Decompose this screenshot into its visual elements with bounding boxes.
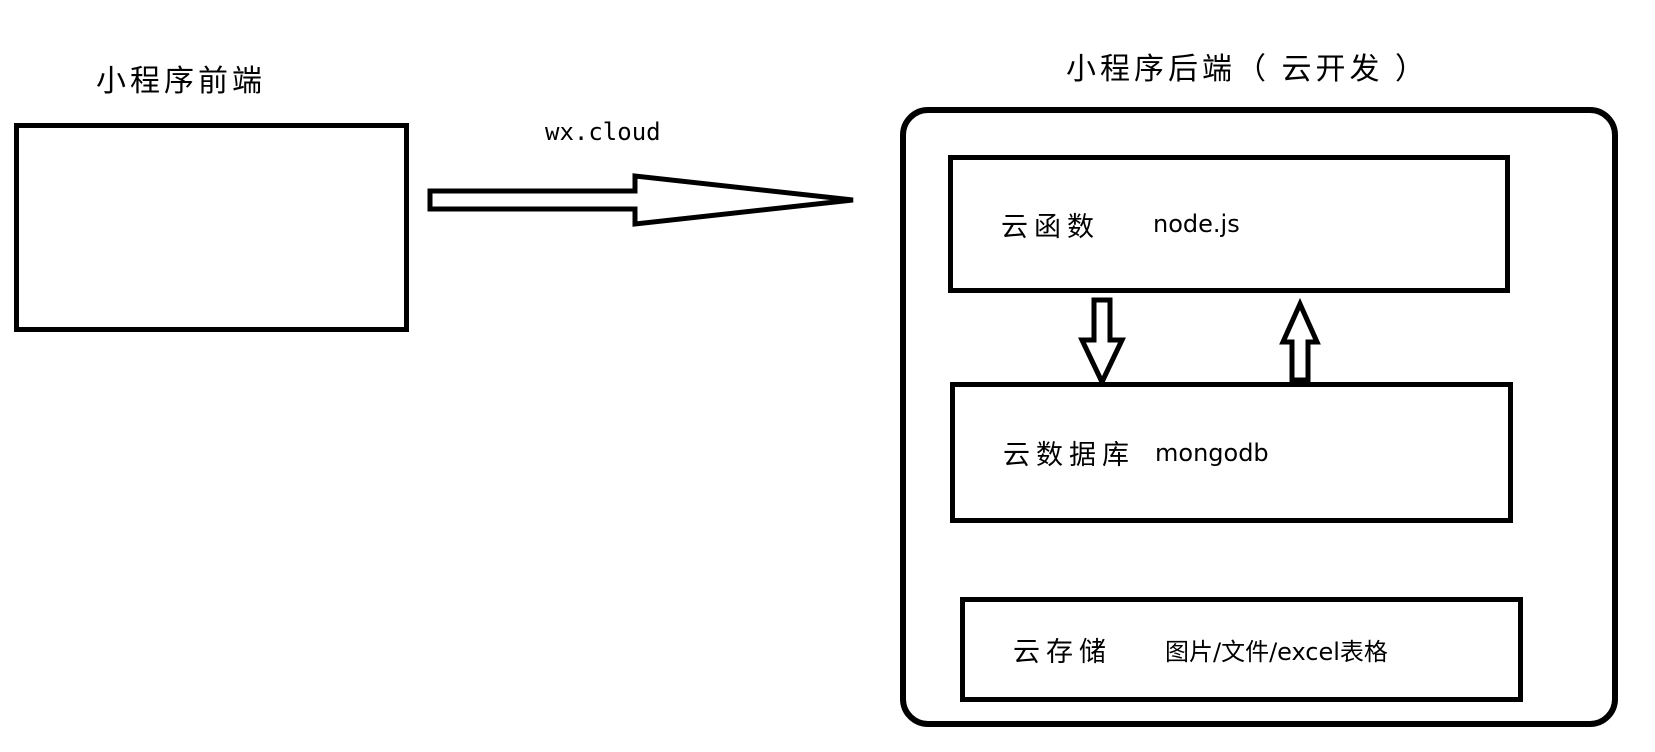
cloud-database-label: 云数据库 [1003, 440, 1135, 470]
cloud-function-tech: node.js [1153, 210, 1240, 238]
cloud-storage-label: 云存储 [1013, 637, 1112, 667]
frontend-title: 小程序前端 [96, 65, 266, 98]
cloud-function-box: 云函数 node.js [948, 155, 1510, 293]
cloud-storage-box: 云存储 图片/文件/excel表格 [960, 597, 1523, 702]
cloud-database-box: 云数据库 mongodb [950, 382, 1513, 523]
frontend-box [14, 123, 409, 332]
cloud-function-label: 云函数 [1001, 211, 1100, 242]
vertical-arrows [1078, 297, 1321, 388]
backend-title: 小程序后端（ 云开发 ） [1066, 53, 1429, 86]
cloud-database-tech: mongodb [1155, 438, 1269, 467]
up-arrow-icon [1279, 297, 1321, 383]
wx-cloud-label: wx.cloud [545, 118, 661, 146]
right-arrow-icon [427, 173, 854, 227]
down-arrow-icon [1078, 297, 1126, 388]
cloud-storage-tech: 图片/文件/excel表格 [1165, 638, 1388, 666]
